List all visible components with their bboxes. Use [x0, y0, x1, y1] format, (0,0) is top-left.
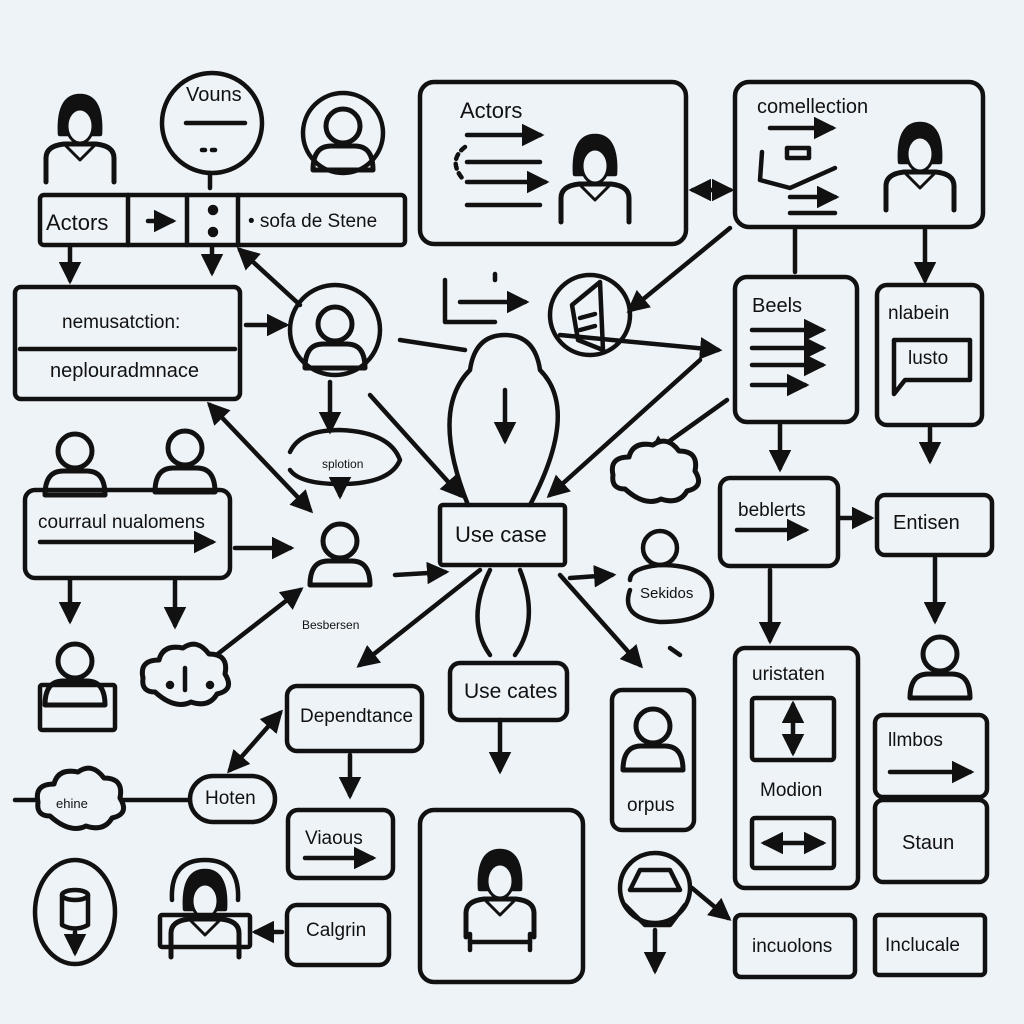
incuolons-box — [732, 912, 858, 980]
hoten-pill — [187, 773, 278, 825]
nemusatction-label: nemusatction: — [62, 312, 181, 333]
tree-icon — [447, 332, 561, 508]
splotion-label: splotion — [322, 457, 364, 471]
person-icon — [886, 124, 954, 210]
person-icon — [305, 307, 365, 368]
viaous-label: Viaous — [305, 828, 363, 849]
sekidos-label: Sekidos — [640, 585, 694, 602]
person-icon — [313, 109, 373, 170]
building-icon — [547, 272, 633, 358]
orpus-box — [609, 687, 697, 833]
use-cates-box — [447, 660, 570, 723]
cloud-icon — [612, 441, 698, 501]
modion-label: Modion — [760, 780, 823, 801]
besbersen-label: Besbersen — [302, 618, 360, 632]
lusto-label: lusto — [908, 348, 949, 369]
viaous-box — [285, 807, 396, 881]
avatar-circle — [300, 90, 386, 176]
dependtance-label: Dependtance — [300, 706, 414, 727]
calgrin-box — [284, 902, 392, 968]
orpus-label: orpus — [627, 795, 675, 816]
actors-top-label: Actors — [460, 98, 523, 123]
person-icon — [910, 637, 970, 698]
comellection-label: comellection — [757, 96, 869, 118]
person-icon — [310, 524, 370, 585]
incuolons-label: incuolons — [752, 936, 833, 957]
llmbos-label: llmbos — [888, 730, 943, 751]
use-cates-label: Use cates — [464, 680, 558, 703]
use-case-label: Use case — [455, 522, 547, 547]
courraul-box — [22, 487, 233, 581]
vouns-label: Vouns — [186, 84, 242, 106]
uristaten-box — [732, 645, 861, 891]
database-icon — [32, 857, 118, 967]
entisen-label: Entisen — [893, 512, 960, 534]
person-icon — [155, 431, 215, 492]
beels-box — [732, 274, 860, 425]
uristaten-label: uristaten — [752, 664, 825, 685]
nemusatction-box — [12, 284, 243, 402]
comellection-panel — [732, 79, 986, 230]
actors-panel — [417, 79, 689, 247]
courraul-label: courraul nualomens — [38, 512, 205, 533]
actors-bar — [37, 192, 408, 248]
neplouradmnace-label: neplouradmnace — [50, 360, 199, 382]
splotion-cloud — [287, 427, 403, 487]
entisen-box — [874, 492, 995, 558]
woman-panel — [417, 807, 586, 985]
hoten-label: Hoten — [205, 788, 256, 809]
inclucale-label: Inclucale — [885, 935, 960, 956]
person-icon — [45, 644, 105, 705]
staun-label: Staun — [902, 832, 955, 854]
actors-left-label: Actors — [46, 210, 109, 235]
inclucale-box — [872, 912, 988, 978]
nlabein-label: nlabein — [888, 303, 950, 324]
nlabein-box — [874, 282, 985, 428]
sofa-label: • sofa de Stene — [248, 211, 378, 232]
beels-label: Beels — [752, 295, 803, 317]
person-icon — [466, 851, 534, 937]
person-icon — [561, 136, 629, 222]
vouns-bubble — [159, 70, 265, 191]
use-case-box — [437, 502, 568, 568]
calgrin-label: Calgrin — [306, 920, 367, 941]
sekidos-ellipse — [625, 562, 715, 625]
ehine-label: ehine — [56, 796, 88, 811]
beblerts-box — [717, 475, 841, 569]
person-icon — [623, 709, 683, 770]
person-icon — [46, 96, 114, 182]
llmbos-box — [872, 712, 990, 800]
beblerts-label: beblerts — [738, 500, 806, 521]
dependtance-box — [284, 683, 425, 754]
staun-box — [872, 797, 990, 885]
person-icon — [45, 434, 105, 495]
